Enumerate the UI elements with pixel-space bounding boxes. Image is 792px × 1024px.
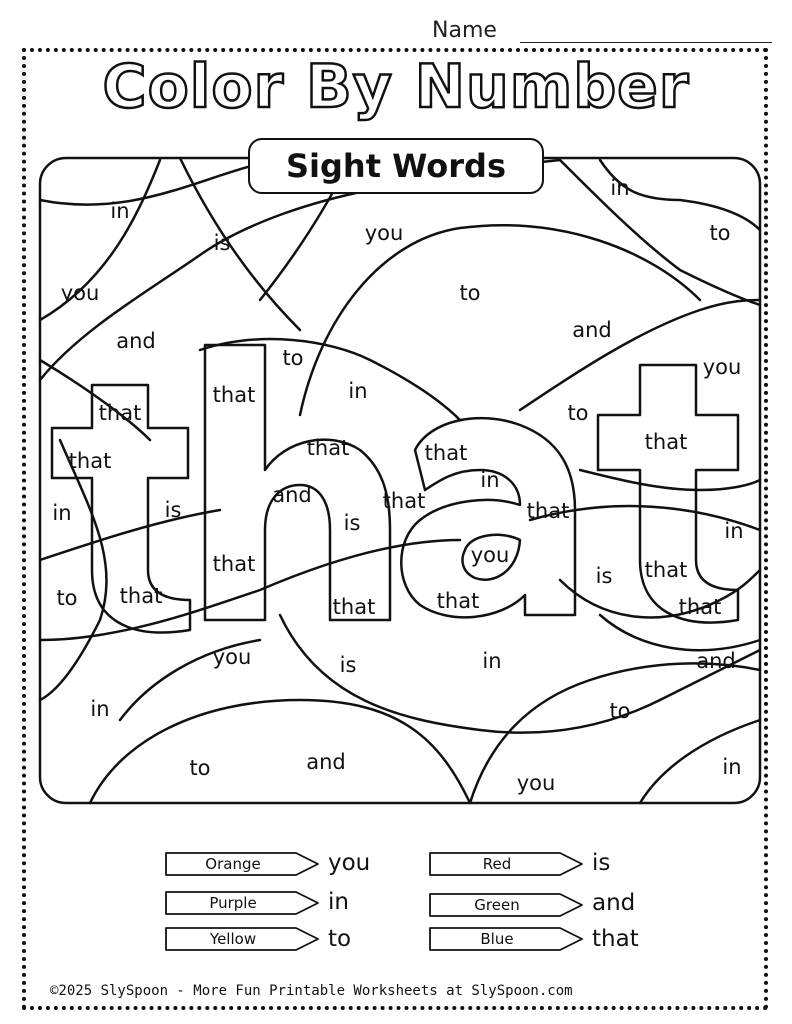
region-line xyxy=(468,662,762,805)
region-line xyxy=(38,538,462,642)
region-word: in xyxy=(110,199,129,223)
region-word: that xyxy=(307,436,350,460)
key-color-label: Green xyxy=(474,896,520,914)
key-color-label: Orange xyxy=(205,855,261,873)
key-word: in xyxy=(328,889,349,915)
region-word: in xyxy=(724,519,743,543)
region-word: you xyxy=(61,281,100,305)
crayon-icon xyxy=(429,927,583,951)
region-line xyxy=(578,468,762,492)
region-word: and xyxy=(272,483,312,507)
region-word: is xyxy=(165,498,182,522)
key-word: that xyxy=(592,926,639,952)
region-word: that xyxy=(645,430,688,454)
name-line[interactable] xyxy=(520,42,772,43)
region-word: to xyxy=(459,281,480,305)
letter-a-counter xyxy=(461,533,522,581)
subtitle-badge: Sight Words xyxy=(248,138,544,194)
key-color-label: Blue xyxy=(480,930,514,948)
key-word: is xyxy=(592,850,611,876)
crayon-icon xyxy=(429,852,583,876)
region-word: that xyxy=(333,595,376,619)
region-line xyxy=(558,158,762,307)
region-word: that xyxy=(425,441,468,465)
region-word: is xyxy=(596,564,613,588)
region-line xyxy=(178,156,302,332)
region-word: is xyxy=(340,653,357,677)
region-word: you xyxy=(703,355,742,379)
footer-credit: ©2025 SlySpoon - More Fun Printable Work… xyxy=(50,983,573,999)
region-word: in xyxy=(348,379,367,403)
region-line xyxy=(38,508,222,562)
key-word: to xyxy=(328,926,352,952)
region-word: you xyxy=(213,645,252,669)
region-line xyxy=(198,337,462,422)
region-line xyxy=(118,638,262,722)
region-word: to xyxy=(56,586,77,610)
region-word: that xyxy=(437,589,480,613)
region-line xyxy=(278,613,762,734)
region-word: is xyxy=(344,511,361,535)
region-word: that xyxy=(383,489,426,513)
crayon-icon xyxy=(165,852,319,876)
region-word: to xyxy=(609,699,630,723)
region-word: in xyxy=(52,501,71,525)
page-title: Color By Number xyxy=(101,51,690,124)
crayon-icon xyxy=(165,891,319,915)
name-label: Name xyxy=(432,18,497,43)
dotted-page-border xyxy=(22,48,768,1010)
region-word: in xyxy=(722,755,741,779)
crayon-icon xyxy=(165,927,319,951)
key-color-label: Yellow xyxy=(209,930,257,948)
region-line xyxy=(638,718,762,805)
region-word: and xyxy=(696,649,736,673)
region-line xyxy=(558,568,762,619)
letter-t-outline xyxy=(50,383,192,634)
region-word: to xyxy=(282,346,303,370)
subtitle: Sight Words xyxy=(285,147,506,185)
letter-t2-outline xyxy=(596,363,740,624)
key-color-label: Red xyxy=(482,855,512,873)
region-line xyxy=(38,158,162,322)
region-word: to xyxy=(709,221,730,245)
region-word: that xyxy=(213,383,256,407)
region-word: is xyxy=(214,231,231,255)
region-word: to xyxy=(567,401,588,425)
name-field: Name xyxy=(432,14,772,46)
region-word: in xyxy=(480,468,499,492)
region-line xyxy=(298,224,702,417)
region-line xyxy=(88,698,472,805)
region-word: in xyxy=(90,697,109,721)
region-word: and xyxy=(572,318,612,342)
region-line xyxy=(38,158,282,206)
region-word: to xyxy=(189,756,210,780)
key-word: and xyxy=(592,890,636,916)
region-line xyxy=(598,613,762,652)
region-word: that xyxy=(645,558,688,582)
region-word: you xyxy=(471,543,510,567)
region-word: in xyxy=(610,176,629,200)
crayon-icon xyxy=(429,893,583,917)
region-word: that xyxy=(120,584,163,608)
key-color-label: Purple xyxy=(209,894,257,912)
region-word: that xyxy=(679,595,722,619)
letter-a-outline xyxy=(400,416,577,619)
region-word: and xyxy=(116,329,156,353)
region-word: that xyxy=(99,401,142,425)
region-word: that xyxy=(527,499,570,523)
region-word: you xyxy=(517,771,556,795)
region-line xyxy=(518,298,762,412)
region-word: you xyxy=(365,221,404,245)
key-word: you xyxy=(328,850,371,876)
letter-h-outline xyxy=(203,343,392,622)
region-word: that xyxy=(213,552,256,576)
region-line xyxy=(598,158,762,232)
region-line xyxy=(38,358,152,442)
region-word: that xyxy=(69,449,112,473)
region-word: in xyxy=(482,649,501,673)
region-word: and xyxy=(306,750,346,774)
